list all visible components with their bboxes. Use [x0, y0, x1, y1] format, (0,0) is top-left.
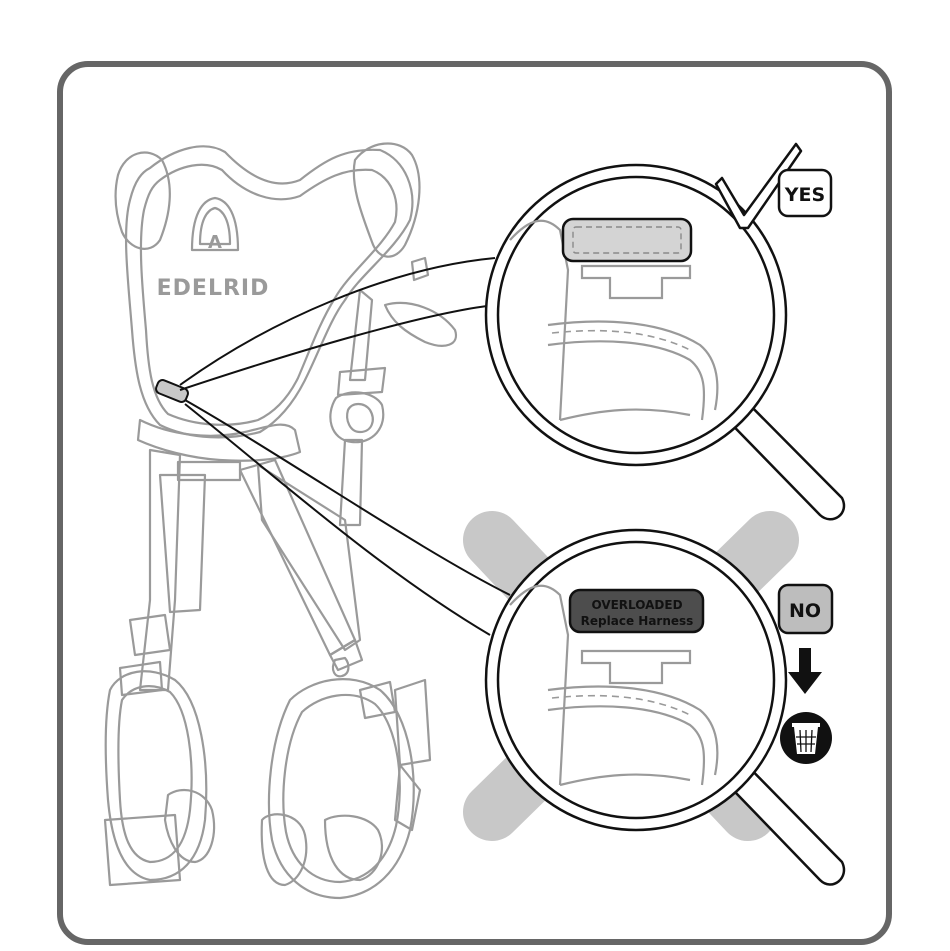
dring-letter: A	[208, 232, 222, 253]
trash-bin-icon	[780, 712, 832, 764]
no-label: NO	[789, 600, 821, 622]
overloaded-label: OVERLOADED	[591, 598, 682, 612]
brand-logo: EDELRID	[157, 276, 270, 301]
yes-label: YES	[784, 184, 825, 206]
indicator-ok	[563, 219, 691, 261]
replace-harness-label: Replace Harness	[581, 614, 694, 628]
